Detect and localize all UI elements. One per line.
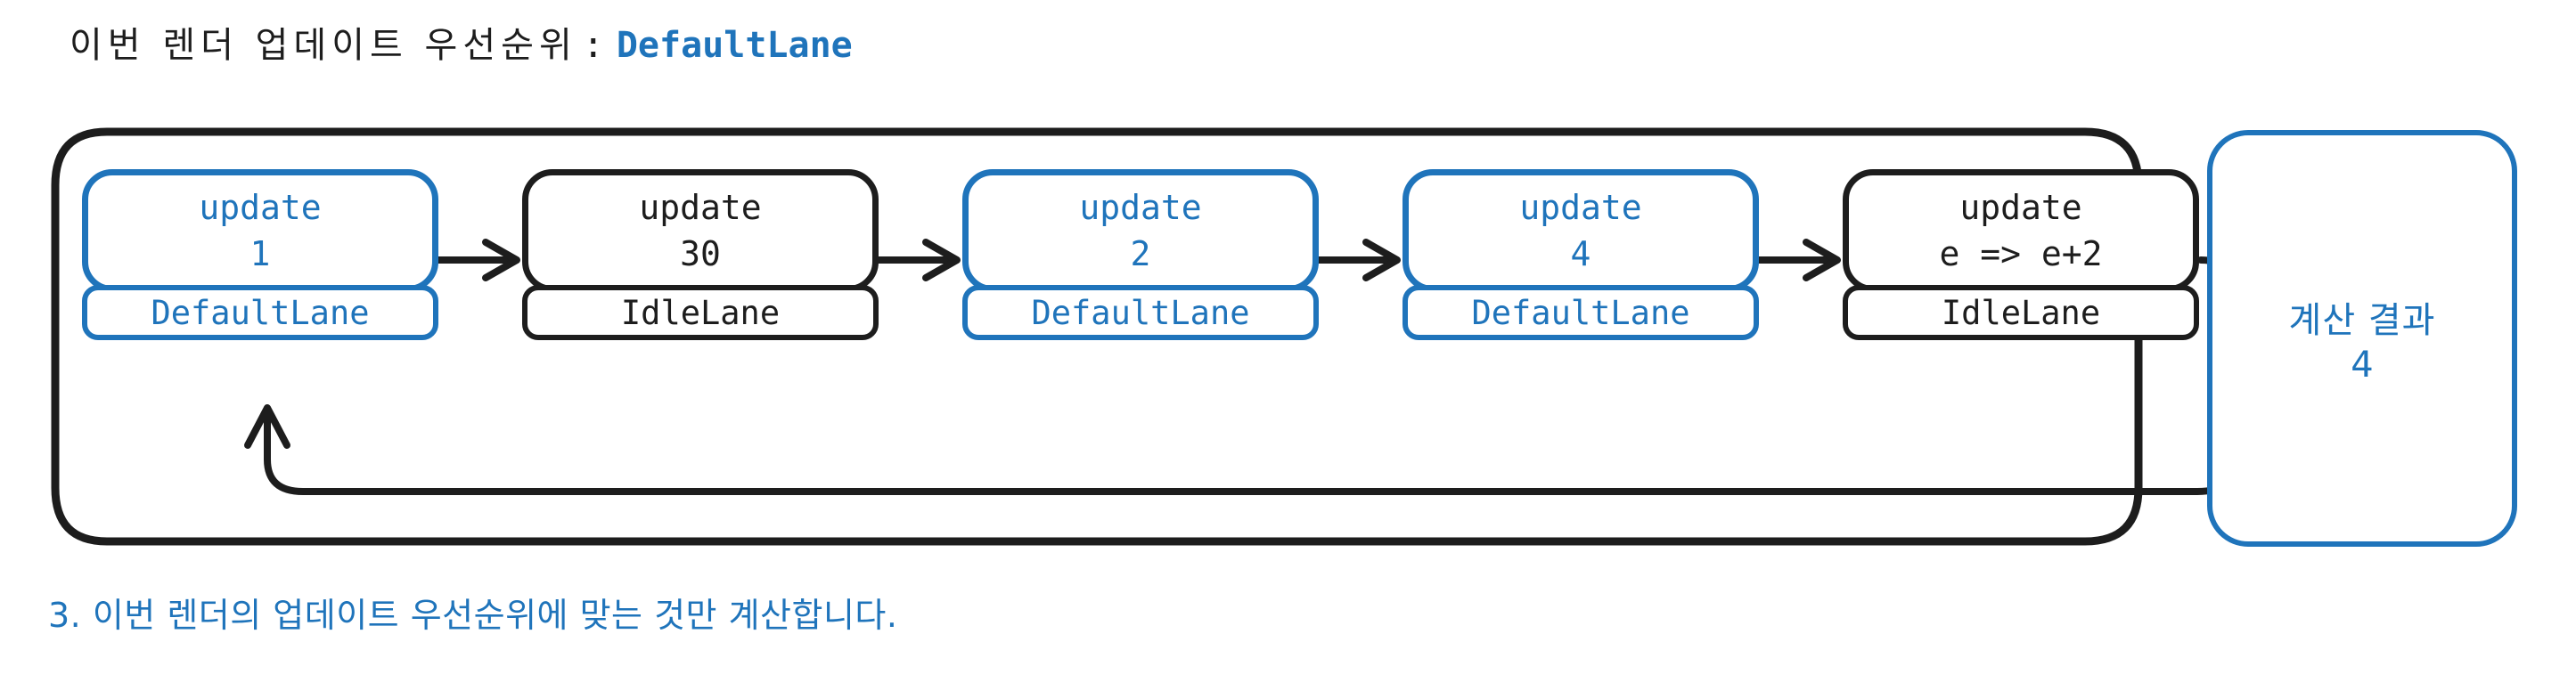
queue-node-5-body: update e => e+2 [1843, 169, 2199, 292]
queue-node-1[interactable]: update 1 DefaultLane [82, 169, 438, 340]
queue-node-5[interactable]: update e => e+2 IdleLane [1843, 169, 2199, 340]
queue-node-1-line1: update [199, 188, 322, 227]
queue-node-2-line1: update [639, 188, 762, 227]
page-title: 이번 렌더 업데이트 우선순위 : DefaultLane [70, 16, 853, 68]
connector-arrow-1 [435, 239, 520, 281]
queue-node-2-lane-badge: IdleLane [522, 285, 879, 340]
queue-container-outline [51, 127, 2143, 546]
connector-arrow-3 [1315, 239, 1401, 281]
queue-node-1-body: update 1 [82, 169, 438, 292]
queue-node-3-body: update 2 [962, 169, 1319, 292]
queue-node-5-lane-label: IdleLane [1941, 293, 2101, 332]
title-separator: : [582, 25, 604, 66]
queue-node-5-line1: update [1959, 188, 2082, 227]
queue-node-4-body: update 4 [1402, 169, 1759, 292]
queue-node-3-line1: update [1079, 188, 1202, 227]
queue-node-4-line2: 4 [1570, 234, 1591, 273]
queue-node-3[interactable]: update 2 DefaultLane [962, 169, 1319, 340]
queue-node-3-lane-badge: DefaultLane [962, 285, 1319, 340]
connector-arrow-4 [1755, 239, 1841, 281]
queue-node-5-lane-badge: IdleLane [1843, 285, 2199, 340]
queue-node-1-line2: 1 [249, 234, 271, 273]
queue-node-4-lane-badge: DefaultLane [1402, 285, 1759, 340]
title-korean-text: 이번 렌더 업데이트 우선순위 [70, 25, 577, 66]
queue-node-2-lane-label: IdleLane [620, 293, 781, 332]
queue-node-1-lane-label: DefaultLane [151, 293, 370, 332]
queue-node-3-line2: 2 [1130, 234, 1151, 273]
connector-arrow-2 [875, 239, 961, 281]
result-label: 계산 결과 [2288, 300, 2436, 341]
queue-node-4[interactable]: update 4 DefaultLane [1402, 169, 1759, 340]
queue-node-1-lane-badge: DefaultLane [82, 285, 438, 340]
queue-node-3-lane-label: DefaultLane [1031, 293, 1250, 332]
queue-node-2-line2: 30 [680, 234, 721, 273]
queue-node-2[interactable]: update 30 IdleLane [522, 169, 879, 340]
result-value: 4 [2351, 345, 2374, 386]
result-card: 계산 결과 4 [2207, 130, 2517, 547]
title-lane-value: DefaultLane [616, 25, 853, 66]
queue-node-5-line2: e => e+2 [1939, 234, 2103, 273]
figure-caption: 3. 이번 렌더의 업데이트 우선순위에 맞는 것만 계산합니다. [48, 596, 898, 635]
queue-node-4-lane-label: DefaultLane [1471, 293, 1690, 332]
queue-node-4-line1: update [1519, 188, 1642, 227]
queue-node-2-body: update 30 [522, 169, 879, 292]
